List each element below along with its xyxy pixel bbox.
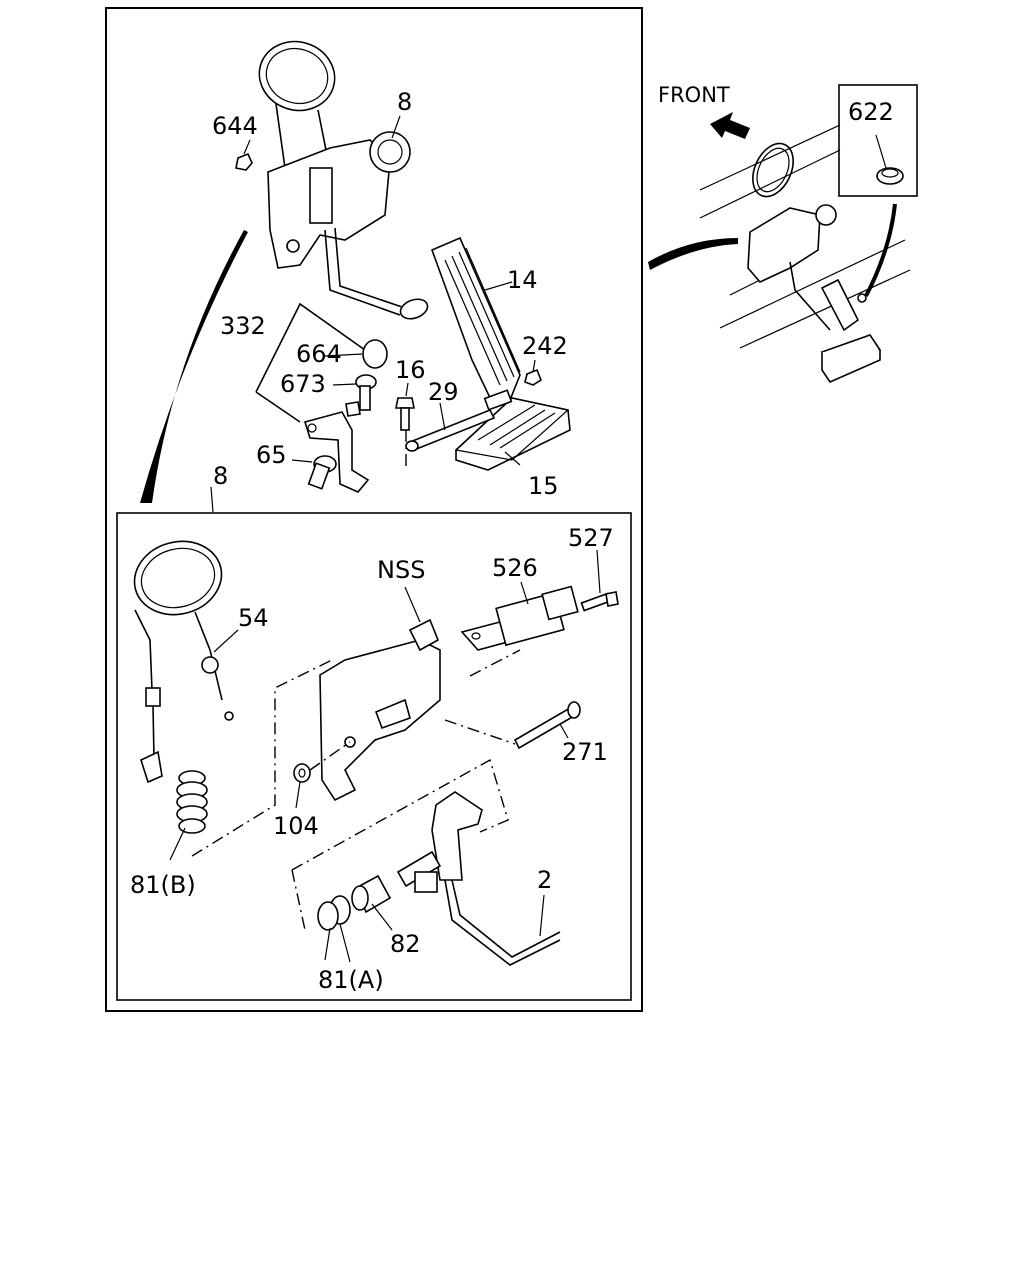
bolt-673 [345,374,377,417]
cable-54 [133,540,234,784]
label-673: 673 [280,370,326,398]
label-242: 242 [522,332,568,360]
pedal-arm-2 [396,791,561,966]
overview-illustration [699,124,911,384]
grommet-622 [875,134,904,185]
pedal-bracket-assembly-8 [258,40,429,320]
sensor-526 [460,585,579,651]
leader-lines [169,115,601,963]
bushing-82 [351,874,392,914]
label-644: 644 [212,112,258,140]
leader-dash-pedal-arm [291,758,509,931]
label-664: 664 [296,340,342,368]
spring-81b [176,770,208,834]
pin-29 [405,389,513,452]
label-82: 82 [390,930,421,958]
inset-frame-622 [838,84,918,197]
label-81a: 81(A) [318,966,384,994]
label-nss: NSS [377,556,425,584]
label-527: 527 [568,524,614,552]
label-54: 54 [238,604,269,632]
front-arrow-icon [710,112,750,139]
curved-pointer-right [648,238,738,270]
nut-242 [524,368,542,386]
label-81b: 81(B) [130,871,196,899]
label-front: FRONT [658,83,730,107]
label-16: 16 [395,356,426,384]
label-622: 622 [848,98,894,126]
label-271: 271 [562,738,608,766]
floor-pad-15 [454,397,571,471]
leader-dash-526 [469,649,521,677]
leader-dash-104 [309,741,351,771]
bolt-65 [307,455,337,490]
label-104: 104 [273,812,319,840]
cap-664 [362,339,388,369]
label-14: 14 [507,266,538,294]
label-65: 65 [256,441,287,469]
label-29: 29 [428,378,459,406]
bolt-16 [395,397,415,431]
bracket-nss [319,618,441,802]
inset-frame-8 [116,512,632,1001]
label-332: 332 [220,312,266,340]
bushing-81a [317,895,351,931]
main-frame [105,7,643,1012]
bolt-527 [580,591,619,612]
label-2: 2 [537,866,552,894]
label-15: 15 [528,472,559,500]
label-526: 526 [492,554,538,582]
leader-dash-81b [191,659,333,857]
nut-644 [235,152,253,171]
leader-dash-271 [444,719,516,745]
bracket-332 [255,302,373,493]
washer-104 [293,763,311,783]
shaft-271 [513,701,581,750]
label-8-top: 8 [397,88,412,116]
label-8-mid: 8 [213,462,228,490]
curved-pointer-left [140,230,248,503]
